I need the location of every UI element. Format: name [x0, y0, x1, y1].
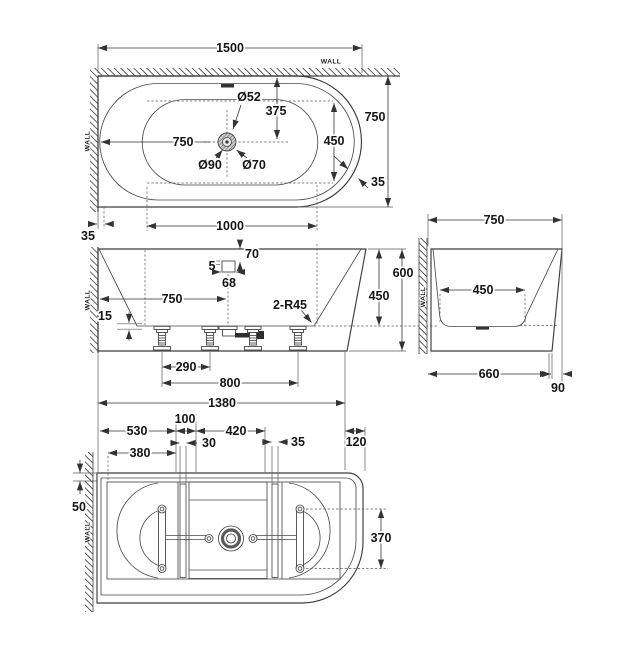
floor-end-arc-right: [295, 508, 321, 568]
floor-end-arc-left: [139, 508, 165, 568]
wall-hatch-front: [90, 247, 98, 353]
side-body-outline: [430, 248, 563, 352]
dim-seg-left: 530: [127, 424, 148, 438]
bottom-view: WALL: [70, 410, 393, 612]
dim-rim-gap: 35: [371, 175, 385, 189]
adjustable-foot: [153, 325, 171, 351]
dim-base-length: 1380: [208, 396, 236, 410]
dim-overflow-width: 68: [222, 276, 236, 290]
dim-height: 600: [393, 266, 414, 280]
wall-hatch-top: [90, 68, 400, 76]
rim-outline: [99, 83, 355, 201]
wall-hatch-bottom: [85, 452, 93, 612]
basin-end-arc-left: [116, 482, 159, 579]
bottom-rim-outline: [100, 477, 357, 596]
basin-end-arc-right: [288, 482, 331, 579]
adjustable-foot: [244, 325, 262, 351]
front-body-outline: [97, 248, 367, 352]
bottom-outer-outline: [96, 472, 364, 604]
wall-hatch-left: [90, 68, 98, 212]
dim-drain-dia: Ø52: [237, 90, 261, 104]
dim-corner-radius: 2-R45: [273, 298, 307, 312]
dim-side-width: 750: [484, 213, 505, 227]
dim-side-base-width: 660: [479, 367, 500, 381]
center-panel: [188, 481, 268, 579]
dim-side-floor-width: 450: [473, 283, 494, 297]
mid-wall: WALL: [418, 238, 428, 354]
front-view: WALL 70 5 68 750 2-R45 15: [84, 239, 438, 472]
basin-outline: [141, 99, 319, 186]
dim-channel-a: 30: [202, 436, 216, 450]
dim-overflow-lip: 5: [209, 259, 216, 273]
mount-bar-left: [157, 504, 167, 573]
dim-drain-from-wall-top: 750: [173, 135, 194, 149]
adjustable-foot: [201, 325, 219, 351]
side-basin-profile: [432, 248, 559, 327]
dim-waste-dia: Ø90: [198, 158, 222, 172]
dim-drain-from-wall-front: 750: [162, 292, 183, 306]
dim-overflow-dia: Ø70: [242, 158, 266, 172]
dim-channel-span: 100: [175, 412, 196, 426]
wall-label-bottom: WALL: [85, 522, 92, 543]
dim-foot-span: 800: [220, 376, 241, 390]
dim-channel-b: 35: [291, 435, 305, 449]
channel-strip-right: [271, 483, 279, 578]
dim-floor-step: 15: [98, 309, 112, 323]
channel-strip-left: [179, 483, 187, 578]
dim-center-from-wall: 375: [266, 104, 287, 118]
dim-overall-length: 1500: [216, 41, 244, 55]
dim-side-overhang: 90: [551, 381, 565, 395]
dim-floor-length: 1000: [216, 219, 244, 233]
wall-label-top: WALL: [321, 59, 342, 66]
dim-floor-width: 450: [324, 134, 345, 148]
dim-foot-pitch: 290: [176, 360, 197, 374]
wall-label-front: WALL: [85, 290, 92, 311]
dim-bolt-pitch: 370: [371, 531, 392, 545]
side-drain-mark: [476, 327, 489, 330]
wall-label-mid: WALL: [420, 287, 427, 308]
mount-bar-right: [295, 504, 305, 573]
overflow-detail: [221, 260, 236, 273]
wall-label-top-left: WALL: [85, 131, 92, 152]
wall-hatch-mid: [419, 238, 427, 354]
dim-seg-center: 420: [226, 424, 247, 438]
overflow-slot: [221, 84, 234, 88]
side-view: 750 450 660 90: [427, 211, 573, 397]
dim-bottom-overhang: 120: [346, 435, 367, 449]
dim-overflow-drop: 70: [245, 247, 259, 261]
dim-overall-width: 750: [365, 110, 386, 124]
drain-trap: [218, 325, 264, 339]
dim-back-offset: 50: [72, 500, 86, 514]
dim-arc-width: 380: [130, 446, 151, 460]
adjustable-foot: [289, 325, 307, 351]
dim-wall-gap: 35: [81, 229, 95, 243]
drain-symbol: [217, 132, 237, 152]
deck-outline: [97, 75, 362, 208]
drain-underside: [204, 525, 258, 552]
top-view: WALL WALL 1500 750 375 450 750 Ø52: [79, 39, 400, 245]
dim-depth: 450: [369, 289, 390, 303]
adjustable-feet: [153, 325, 307, 351]
